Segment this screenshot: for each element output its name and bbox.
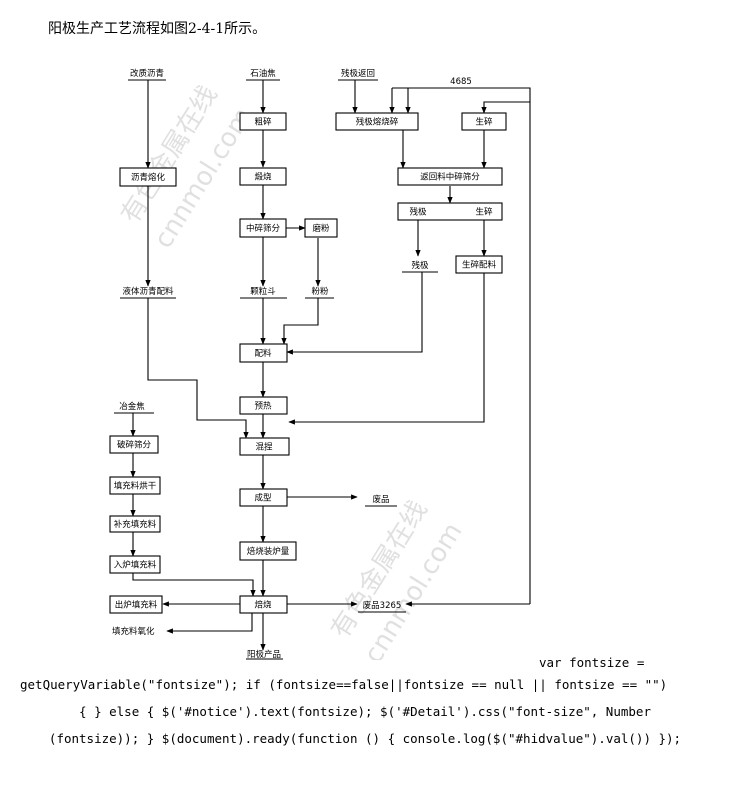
node-forming-box xyxy=(239,488,288,507)
node-filler-ox: 填充料氧化 xyxy=(112,626,155,637)
anode-process-flowchart: 有色金属在线 cnnmol.com 有色金属在线 cnnmol.com xyxy=(109,68,531,660)
node-forming: 成型 xyxy=(254,493,272,504)
node-pitch-melt-box xyxy=(119,167,177,187)
node-in-pitch: 改质沥青 xyxy=(130,68,164,79)
node-furnace-load: 焙烧装炉量 xyxy=(247,546,290,557)
node-grind-box xyxy=(304,218,338,238)
node-green-crush-box xyxy=(461,112,507,131)
node-crush-screen-box xyxy=(109,435,159,454)
node-knead-box xyxy=(239,437,290,456)
number-label-4685: 4685 xyxy=(450,77,472,87)
node-green-mix-box xyxy=(455,255,503,274)
node-split-butt: 残极 xyxy=(409,207,427,218)
node-filler-add: 补充填充料 xyxy=(114,519,157,530)
node-filler-dry: 填充料烘干 xyxy=(114,481,157,492)
node-product: 阳极产品 xyxy=(247,649,281,660)
node-butt-out: 残极 xyxy=(411,260,429,271)
node-preheat: 预热 xyxy=(254,401,272,412)
node-waste2: 废品3265 xyxy=(363,600,402,611)
node-filler-in-box xyxy=(109,555,161,574)
node-filler-out: 出炉填充料 xyxy=(115,600,158,611)
node-in-coke: 石油焦 xyxy=(250,68,276,79)
code-line-2: getQueryVariable("fontsize"); if (fontsi… xyxy=(20,677,668,692)
node-bake-box xyxy=(239,595,288,614)
node-coarse: 粗碎 xyxy=(254,117,272,128)
node-coarse-box xyxy=(239,112,287,131)
code-line-3: { } else { $('#notice').text(fontsize); … xyxy=(79,704,651,719)
node-grain: 颗粒斗 xyxy=(250,286,276,297)
code-line-4: (fontsize)); } $(document).ready(functio… xyxy=(48,731,682,746)
node-pitch-melt: 沥青熔化 xyxy=(131,172,166,183)
node-preheat-box xyxy=(239,396,288,415)
node-mid-screen-box xyxy=(239,218,287,238)
node-filler-add-box xyxy=(109,515,161,533)
node-butt-crush: 残极熔烧碎 xyxy=(356,117,399,128)
node-green-mix: 生碎配料 xyxy=(462,260,497,271)
node-furnace-load-box xyxy=(239,541,297,561)
node-fines: 粉粉 xyxy=(311,286,329,297)
node-filler-out-box xyxy=(109,595,163,614)
node-calcine-box xyxy=(239,167,287,186)
node-batching: 配料 xyxy=(254,348,272,359)
node-in-butts: 残极返回 xyxy=(341,68,375,79)
node-return-screen: 返回料中碎筛分 xyxy=(420,172,480,183)
node-grind: 磨粉 xyxy=(312,223,330,234)
node-split-box xyxy=(397,202,503,221)
node-mid-screen: 中碎筛分 xyxy=(246,223,281,234)
node-batching-box xyxy=(239,343,288,363)
node-bake: 焙烧 xyxy=(254,600,272,611)
node-green-crush: 生碎 xyxy=(475,117,493,128)
node-metcoke: 冶金焦 xyxy=(119,401,145,412)
node-calcine: 煅烧 xyxy=(254,172,272,183)
node-return-screen-box xyxy=(397,167,503,186)
node-filler-in: 入炉填充料 xyxy=(114,560,157,571)
node-liquid-pitch: 液体沥青配料 xyxy=(122,286,174,297)
node-filler-dry-box xyxy=(109,476,161,495)
node-butt-crush-box xyxy=(335,112,419,131)
node-knead: 混捏 xyxy=(255,442,273,453)
node-waste1: 废品 xyxy=(372,494,389,505)
node-crush-screen: 破碎筛分 xyxy=(117,440,152,451)
code-line-1: var fontsize = xyxy=(539,655,645,670)
node-split-green: 生碎 xyxy=(475,207,493,218)
intro-text: 阳极生产工艺流程如图2-4-1所示。 xyxy=(48,21,267,37)
